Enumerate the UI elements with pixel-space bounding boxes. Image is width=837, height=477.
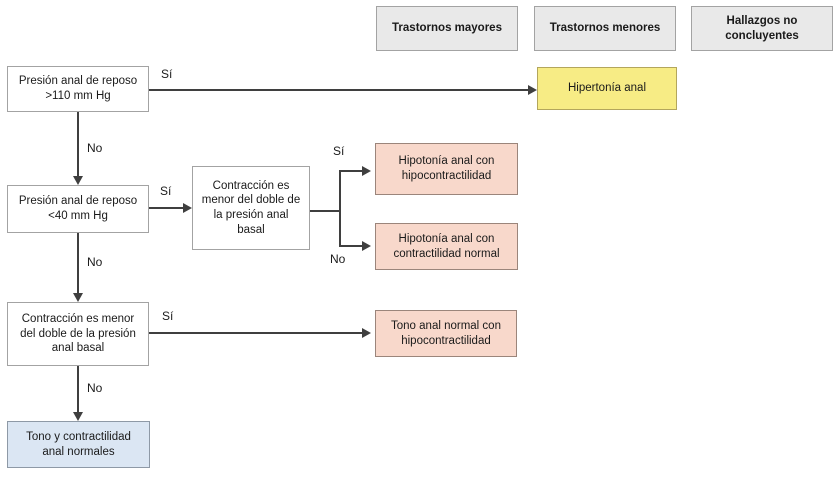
outcome-tono-contractilidad-normales: Tono y contractilidad anal normales — [7, 421, 150, 468]
branch-vertical-line — [339, 170, 341, 247]
arrowhead-right-icon — [362, 328, 371, 338]
arrowhead-down-icon — [73, 293, 83, 302]
column-header-trastornos-menores: Trastornos menores — [534, 6, 676, 51]
arrow-contraction-primary-to-tono-normal — [149, 332, 362, 334]
arrowhead-down-icon — [73, 412, 83, 421]
arrow-contraction-primary-to-normales — [77, 366, 79, 413]
arrow-resting-high-to-hipertonia — [149, 89, 529, 91]
outcome-tono-normal-hipocontractilidad: Tono anal normal con hipocontractilidad — [375, 310, 517, 357]
branch-stem-line — [310, 210, 340, 212]
arrowhead-down-icon — [73, 176, 83, 185]
decision-resting-pressure-low: Presión anal de reposo <40 mm Hg — [7, 185, 149, 233]
column-header-trastornos-mayores: Trastornos mayores — [376, 6, 518, 51]
edge-label-no: No — [87, 381, 103, 395]
edge-label-no: No — [87, 141, 103, 155]
edge-label-yes: Sí — [160, 184, 172, 198]
arrow-resting-low-to-contraction-primary — [77, 233, 79, 294]
decision-contraction-primary: Contracción es menor del doble de la pre… — [7, 302, 149, 366]
arrowhead-right-icon — [362, 166, 371, 176]
arrow-contraction-to-hipotonia-hipo — [339, 170, 362, 172]
outcome-hipotonia-contractilidad-normal: Hipotonía anal con contractilidad normal — [375, 223, 518, 270]
edge-label-no: No — [87, 255, 103, 269]
outcome-hipertonia-anal: Hipertonía anal — [537, 67, 677, 110]
decision-contraction-after-low-pressure: Contracción es menor del doble de la pre… — [192, 166, 310, 250]
edge-label-yes: Sí — [333, 144, 345, 158]
arrow-contraction-to-hipotonia-normal — [339, 245, 362, 247]
column-header-hallazgos-no-concluyentes: Hallazgos no concluyentes — [691, 6, 833, 51]
outcome-hipotonia-hipocontractilidad: Hipotonía anal con hipocontractilidad — [375, 143, 518, 195]
decision-resting-pressure-high: Presión anal de reposo >110 mm Hg — [7, 66, 149, 112]
edge-label-no: No — [330, 252, 346, 266]
arrowhead-right-icon — [362, 241, 371, 251]
arrowhead-right-icon — [528, 85, 537, 95]
edge-label-yes: Sí — [162, 309, 174, 323]
arrow-resting-low-to-contraction — [149, 207, 183, 209]
edge-label-yes: Sí — [161, 67, 173, 81]
arrowhead-right-icon — [183, 203, 192, 213]
arrow-resting-high-to-resting-low — [77, 112, 79, 177]
